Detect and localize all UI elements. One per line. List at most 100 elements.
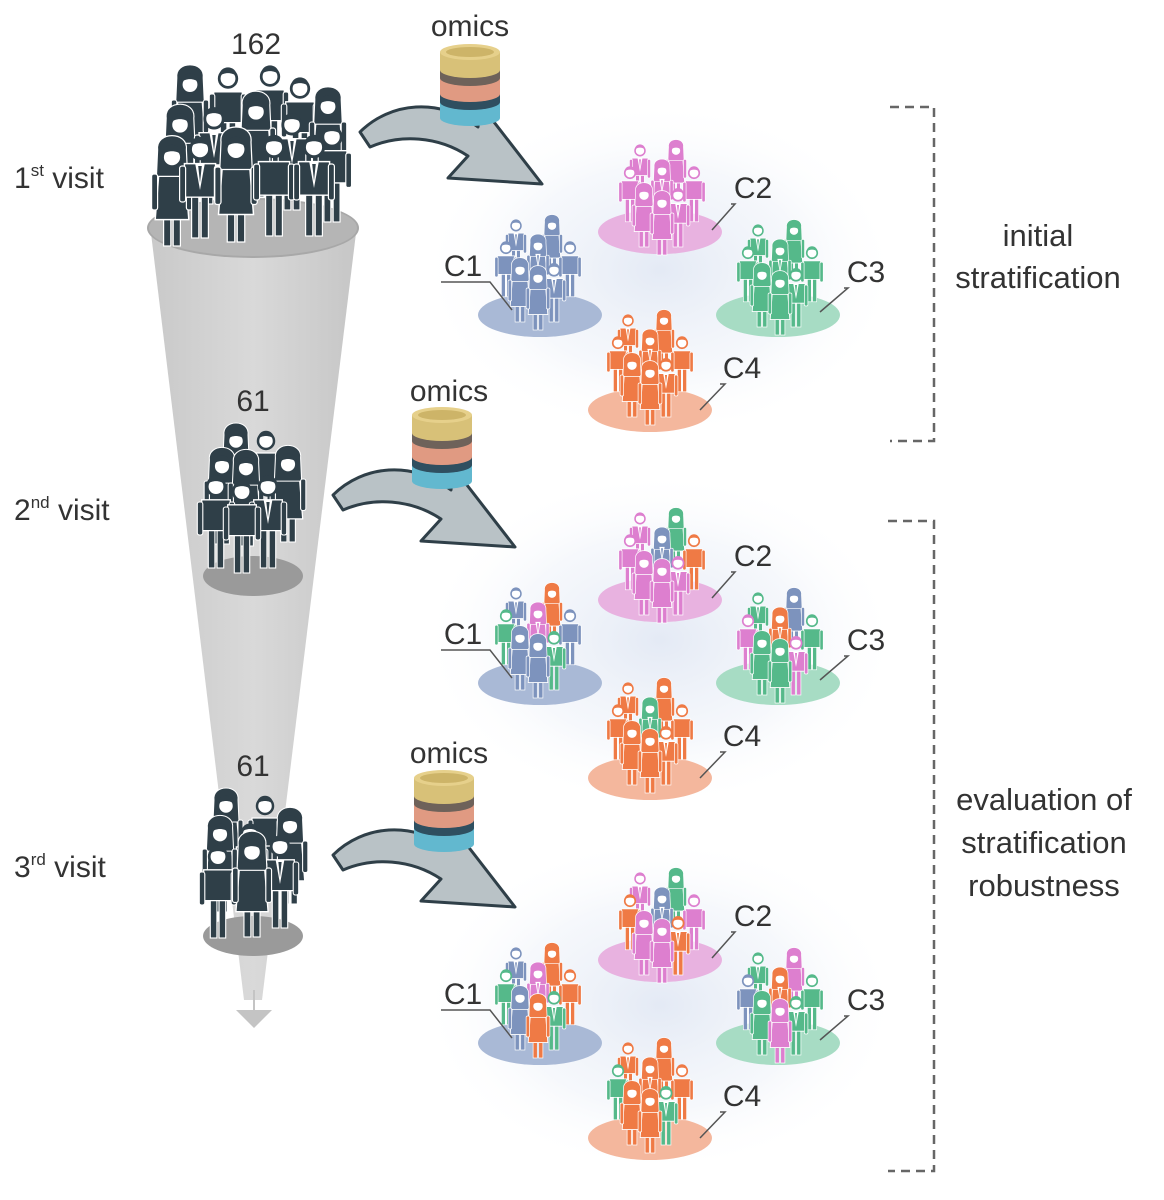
bracket-evaluation-line-1: evaluation of xyxy=(956,782,1132,817)
visit-label-3: 3rd visit xyxy=(14,850,106,884)
bracket-initial-line-1: initial xyxy=(1003,218,1074,253)
funnel-arrow-tip xyxy=(236,990,272,1028)
male-person-icon xyxy=(222,480,262,574)
svg-text:3rd visit: 3rd visit xyxy=(14,850,106,884)
visit-crowds xyxy=(150,64,353,939)
visit-2-count: 61 xyxy=(236,385,269,418)
male-person-icon xyxy=(541,991,567,1051)
omics-label-2: omics xyxy=(410,375,488,408)
cluster-c4-visit-1: C4 xyxy=(588,309,761,432)
visit-label-1: 1st visit xyxy=(14,161,105,195)
female-person-icon xyxy=(525,993,551,1059)
female-person-icon xyxy=(507,257,533,323)
female-person-icon xyxy=(525,265,551,331)
female-person-icon xyxy=(767,270,793,336)
male-person-icon xyxy=(198,845,238,939)
omics-database-icon-2 xyxy=(412,407,472,489)
male-person-icon xyxy=(252,134,296,237)
female-person-icon xyxy=(631,182,657,248)
cluster-label: C4 xyxy=(723,352,761,385)
female-person-icon xyxy=(631,550,657,616)
female-person-icon xyxy=(507,985,533,1051)
cluster-label: C3 xyxy=(847,984,885,1017)
female-person-icon xyxy=(541,214,563,272)
cluster-label-leader xyxy=(711,203,737,231)
cluster-c3-visit-3: C3 xyxy=(716,947,885,1065)
visit-3-crowd xyxy=(198,787,309,939)
cluster-label-leader xyxy=(711,931,737,959)
cluster-label-leader xyxy=(441,649,513,679)
female-person-icon xyxy=(619,1080,645,1146)
omics-arrow-3 xyxy=(331,825,517,909)
cluster-c2-visit-1: C2 xyxy=(598,139,772,256)
omics-database-icon-1 xyxy=(440,44,500,126)
female-person-icon xyxy=(767,998,793,1064)
cluster-c3-visit-2: C3 xyxy=(716,587,885,705)
male-person-icon xyxy=(800,246,824,303)
cluster-c4-visit-2: C4 xyxy=(588,677,761,800)
cluster-c1-visit-3: C1 xyxy=(441,942,602,1065)
cluster-label: C1 xyxy=(444,618,482,651)
female-person-icon xyxy=(767,638,793,704)
male-person-icon xyxy=(682,894,706,951)
cluster-label-leader xyxy=(819,287,851,313)
omics-arrows xyxy=(331,44,544,909)
male-person-icon xyxy=(558,969,582,1026)
omics-arrow-2 xyxy=(331,465,517,549)
visit-2-base xyxy=(203,556,303,596)
bracket-initial xyxy=(890,105,936,443)
cluster-label: C4 xyxy=(723,1080,761,1113)
male-person-icon xyxy=(558,609,582,666)
female-person-icon xyxy=(525,633,551,699)
female-person-icon xyxy=(631,910,657,976)
visit-3-count: 61 xyxy=(236,750,269,783)
omics-database-icon-3 xyxy=(414,770,474,852)
cluster-label-leader xyxy=(441,1009,513,1039)
female-person-icon xyxy=(637,360,663,426)
cluster-label-leader xyxy=(819,1015,851,1041)
female-person-icon xyxy=(749,990,775,1056)
cluster-label: C1 xyxy=(444,978,482,1011)
bracket-evaluation xyxy=(888,519,936,1173)
cluster-label-leader xyxy=(441,281,513,311)
female-person-icon xyxy=(649,918,675,984)
cluster-c1-visit-1: C1 xyxy=(441,214,602,337)
cluster-c1-visit-2: C1 xyxy=(441,582,602,705)
cluster-c4-visit-3: C4 xyxy=(588,1037,761,1160)
cluster-label-leader xyxy=(699,1111,727,1139)
cluster-glow-3 xyxy=(420,835,900,1175)
omics-label-3: omics xyxy=(410,737,488,770)
cluster-label-leader xyxy=(699,383,727,411)
cluster-label-leader xyxy=(699,751,727,779)
male-person-icon xyxy=(505,219,527,272)
bracket-evaluation-line-2: stratification xyxy=(961,825,1126,860)
female-person-icon xyxy=(637,728,663,794)
male-person-icon xyxy=(670,704,694,761)
cluster-label: C3 xyxy=(847,624,885,657)
cluster-c2-visit-3: C2 xyxy=(598,867,772,984)
svg-text:1st visit: 1st visit xyxy=(14,161,105,195)
cluster-label-leader xyxy=(711,571,737,599)
male-person-icon xyxy=(260,835,300,929)
cluster-label: C2 xyxy=(734,540,772,573)
cluster-label: C4 xyxy=(723,720,761,753)
male-person-icon xyxy=(178,136,222,239)
female-person-icon xyxy=(231,830,273,938)
cluster-label: C2 xyxy=(734,900,772,933)
visit-2-crowd xyxy=(196,422,307,574)
cluster-label: C1 xyxy=(444,250,482,283)
male-person-icon xyxy=(292,134,336,237)
cluster-glow-backgrounds xyxy=(420,100,900,1175)
visit-1-count: 162 xyxy=(231,28,281,61)
female-person-icon xyxy=(637,1088,663,1154)
visit-1-crowd xyxy=(150,64,353,247)
male-person-icon xyxy=(558,241,582,298)
female-person-icon xyxy=(619,720,645,786)
omics-arrow-1 xyxy=(358,102,544,186)
bracket-evaluation-line-3: robustness xyxy=(968,868,1120,903)
